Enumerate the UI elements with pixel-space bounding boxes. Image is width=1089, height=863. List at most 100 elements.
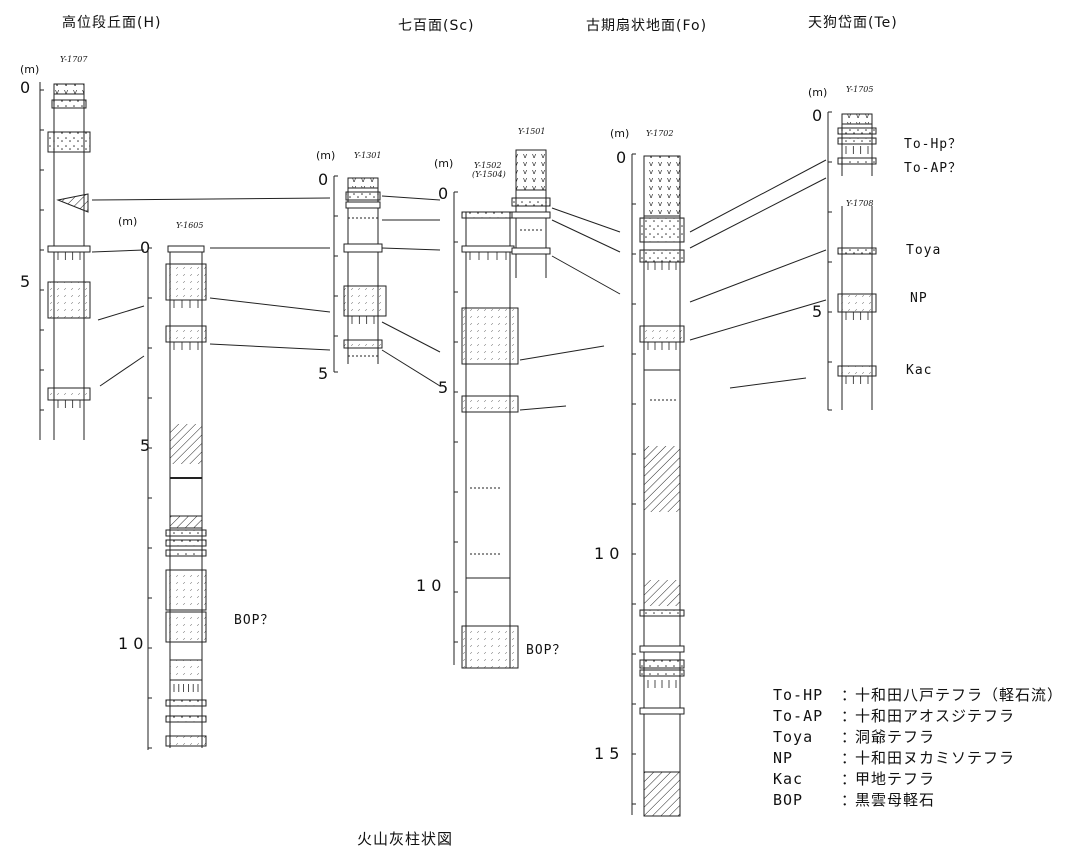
tephra-layer (461, 245, 515, 253)
correlation-line (551, 255, 621, 295)
section-id: Y-1502 (474, 161, 502, 170)
section-id: Y-1501 (518, 127, 546, 136)
depth-tick: 1 0 (594, 544, 620, 563)
legend-key: NP (773, 748, 794, 767)
tephra-layer (639, 707, 685, 715)
figure-caption: 火山灰柱状図 (357, 830, 454, 848)
tephra-layer (165, 539, 207, 547)
correlation-line (519, 405, 567, 411)
correlation-line (209, 297, 331, 313)
legend-sep: ： (841, 686, 858, 704)
legend-desc: 十和田ヌカミソテフラ (855, 749, 1016, 767)
header-sc: 七百面(Sc) (398, 18, 475, 34)
tephra-layer (639, 669, 685, 677)
tephra-layer (345, 191, 381, 201)
legend-sep: ： (841, 707, 858, 725)
depth-tick: 5 (318, 364, 329, 383)
unit-label: (m) (434, 157, 454, 170)
section-id: Y-1705 (846, 85, 874, 94)
depth-tick: 0 (438, 184, 449, 203)
legend-desc: 十和田アオスジテフラ (855, 707, 1016, 725)
legend-row: Kac：甲地テフラ (773, 768, 1063, 789)
tephra-layer (639, 659, 685, 669)
correlation-line (209, 343, 331, 351)
tephra-layer (165, 735, 207, 747)
tephra-layer (165, 699, 207, 707)
legend-desc: 黒雲母軽石 (855, 791, 936, 809)
depth-tick: 1 0 (416, 576, 442, 595)
tephra-layer (639, 249, 685, 263)
unit-label: (m) (20, 63, 40, 76)
hatched-layer (644, 580, 680, 606)
tephra-layer (515, 149, 547, 191)
legend-desc: 甲地テフラ (855, 770, 936, 788)
legend-key: BOP (773, 790, 804, 809)
tephra-layer (837, 127, 877, 135)
tephra-layer (511, 247, 551, 255)
legend: To-HP：十和田八戸テフラ（軽石流） To-AP：十和田アオスジテフラ Toy… (773, 684, 1063, 810)
tephra-layer (343, 339, 383, 349)
depth-tick: 5 (812, 302, 823, 321)
correlation-line (551, 207, 621, 233)
hatched-layer (644, 446, 680, 512)
depth-tick: 0 (812, 106, 823, 125)
header-h: 高位段丘面(H) (62, 15, 162, 31)
tephra-layer (639, 325, 685, 343)
tephra-layer (167, 245, 205, 253)
depth-tick: 5 (438, 378, 449, 397)
tephra-layer (837, 247, 877, 255)
label-np: NP (910, 291, 928, 306)
tephra-layer (51, 99, 87, 109)
unit-label: (m) (118, 215, 138, 228)
legend-desc: 十和田八戸テフラ（軽石流） (855, 686, 1064, 704)
label-kac: Kac (906, 363, 933, 378)
legend-sep: ： (841, 749, 858, 767)
tephra-layer (837, 157, 877, 165)
tephra-layer (639, 645, 685, 653)
correlation-line (381, 349, 441, 387)
tephra-layer (56, 193, 89, 213)
tephra-layer (165, 549, 207, 557)
correlation-line (381, 195, 441, 201)
tephra-layer (511, 197, 551, 207)
correlation-line (97, 305, 145, 321)
section-id: Y-1702 (646, 129, 674, 138)
legend-sep: ： (841, 728, 858, 746)
correlation-line (689, 249, 827, 303)
legend-key: To-HP (773, 685, 824, 704)
correlation-line (519, 345, 605, 361)
section-id: Y-1707 (60, 55, 88, 64)
legend-row: BOP ：黒雲母軽石 (773, 789, 1063, 810)
legend-sep: ： (841, 791, 858, 809)
correlation-line (689, 159, 827, 233)
tephra-layer (345, 201, 381, 209)
tephra-layer (165, 569, 207, 611)
tephra-layer (165, 611, 207, 643)
correlation-line (551, 219, 621, 253)
tephra-layer (343, 285, 387, 317)
correlation-line (91, 249, 145, 253)
label-bop: BOP？ (234, 613, 275, 628)
depth-tick: 1 0 (118, 634, 144, 653)
tephra-layer (461, 211, 515, 219)
tephra-layer (165, 529, 207, 537)
hatched-layer (170, 424, 202, 464)
tephra-layer (343, 243, 383, 253)
legend-row: To-AP ：十和田アオスジテフラ (773, 705, 1063, 726)
header-te: 天狗岱面(Te) (808, 15, 898, 31)
correlation-line (99, 355, 145, 387)
hatched-layer (169, 515, 203, 529)
tephra-layer (837, 137, 877, 145)
legend-key: To-AP (773, 706, 824, 725)
tephra-layer (643, 771, 681, 817)
legend-row: To-HP ：十和田八戸テフラ（軽石流） (773, 684, 1063, 705)
legend-key: Toya (773, 727, 814, 746)
tephra-layer (643, 155, 681, 217)
label-bop: BOP？ (526, 643, 567, 658)
tephra-layer (165, 715, 207, 723)
correlation-line (729, 377, 807, 389)
section-id: (Y-1504) (472, 170, 506, 179)
tephra-layer (347, 177, 379, 189)
correlation-line (91, 197, 331, 201)
depth-tick: 0 (140, 238, 151, 257)
